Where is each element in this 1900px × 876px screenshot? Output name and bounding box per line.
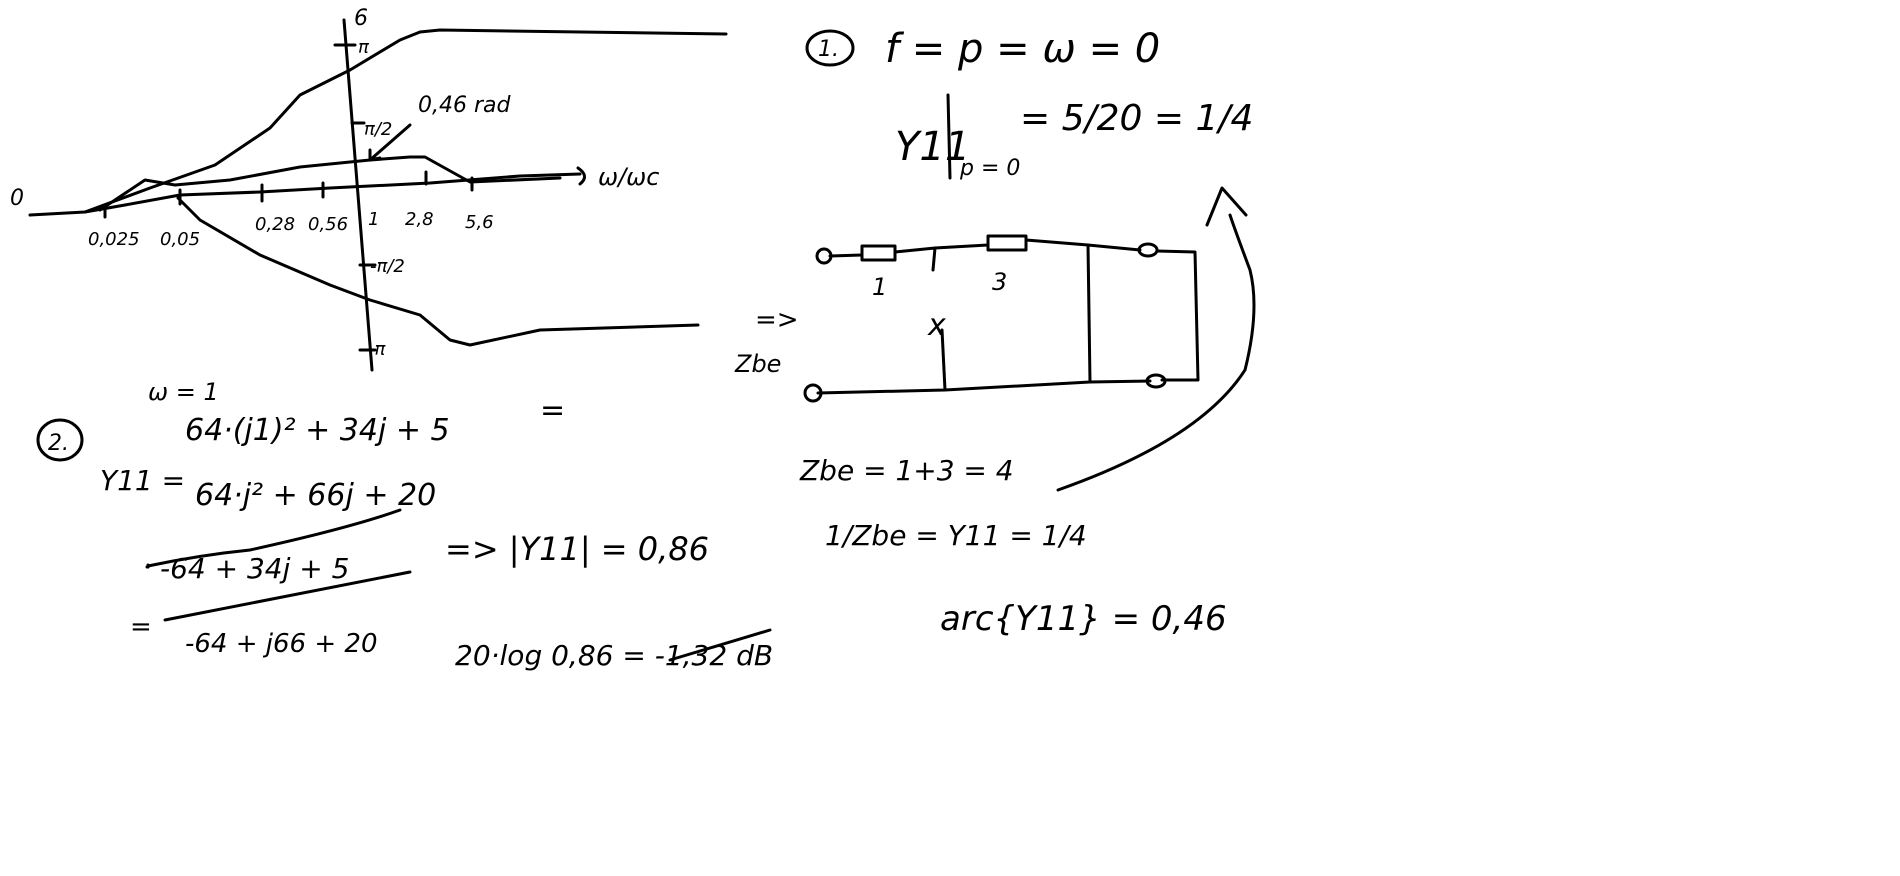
axis-arrow <box>576 166 586 186</box>
y11-result: = 5/20 = 1/4 <box>1020 98 1253 139</box>
resistor-3-value: 3 <box>992 268 1007 296</box>
fraction-bar-main <box>146 508 402 568</box>
x-tick-label: 0,56 <box>308 214 348 235</box>
open-branch-mark: x <box>927 308 946 343</box>
admittance-equation: 1/Zbe = Y11 = 1/4 <box>825 519 1087 552</box>
tick-label-neg-pi: -π <box>368 339 386 360</box>
numerator-1: 64·(j1)² + 34j + 5 <box>185 413 450 448</box>
x-axis-label: ω/ωc <box>598 163 659 191</box>
phase-plot: 6 π π/2 -π/2 -π 0 0,025 0,05 0,28 0,56 1… <box>10 6 728 372</box>
input-terminal-bottom <box>803 383 823 403</box>
part-number-circle <box>36 418 84 462</box>
zbe-equation: Zbe = 1+3 = 4 <box>799 454 1014 487</box>
curve-lower <box>176 196 700 347</box>
curved-arrow <box>1056 186 1256 492</box>
phase-annotation: 0,46 rad <box>418 93 512 118</box>
output-terminal-bottom <box>1145 373 1167 389</box>
y11-label: Y11 = <box>100 464 185 497</box>
tick-marks <box>103 43 474 352</box>
equals-sign: = <box>540 393 565 428</box>
tick-label-pi: π <box>358 37 370 58</box>
x-tick-label: 2,8 <box>405 209 434 230</box>
tick-label-neg-pi-half: -π/2 <box>370 256 405 277</box>
part-2: 2. ω = 1 Y11 = 64·(j1)² + 34j + 5 64·j² … <box>36 378 773 672</box>
x-tick-label: 1 <box>368 209 379 230</box>
part-number: 2. <box>48 431 69 456</box>
implies-arrow: => <box>755 305 799 335</box>
equals-sign: = <box>130 612 152 642</box>
y-axis <box>342 18 374 372</box>
resistor-1 <box>860 244 897 262</box>
curve-middle <box>98 155 562 212</box>
x-origin-label: 0 <box>10 186 24 211</box>
x-tick-label: 0,05 <box>160 229 200 250</box>
omega-value: ω = 1 <box>148 378 219 406</box>
curve-upper <box>83 28 728 214</box>
tick-label-pi-half: π/2 <box>364 119 392 140</box>
annotation-arrow <box>368 123 412 162</box>
part-number: 1. <box>818 37 839 62</box>
denominator-1: 64·j² + 66j + 20 <box>195 478 436 513</box>
output-terminal-top <box>1137 242 1159 258</box>
x-axis <box>28 172 582 217</box>
x-tick-label: 0,28 <box>255 214 295 235</box>
resistor-3 <box>986 234 1028 252</box>
part-number-circle <box>805 29 855 67</box>
x-tick-label: 0,025 <box>88 229 140 250</box>
circuit-wires <box>816 238 1200 395</box>
evaluation-bar <box>946 93 952 180</box>
condition-line: f = p = ω = 0 <box>885 26 1160 72</box>
magnitude-result: => |Y11| = 0,86 <box>445 530 709 568</box>
circuit-diagram: 1 3 x <box>803 234 1200 403</box>
resistor-1-value: 1 <box>872 273 887 301</box>
y-axis-label: 6 <box>354 6 368 31</box>
denominator-2: -64 + j66 + 20 <box>185 629 378 659</box>
phase-equation: arc{Y11} = 0,46 <box>940 599 1227 639</box>
underline <box>668 628 772 662</box>
part-1: 1. f = p = ω = 0 Y11 p = 0 = 5/20 = 1/4 … <box>734 26 1256 639</box>
numerator-2: -64 + 34j + 5 <box>160 552 349 585</box>
input-terminal-top <box>815 247 833 265</box>
fraction-divider-2 <box>163 570 412 622</box>
y11-label: Y11 <box>895 124 970 170</box>
zbe-label: Zbe <box>734 350 781 378</box>
evaluation-condition: p = 0 <box>959 156 1020 181</box>
x-tick-label: 5,6 <box>465 212 494 233</box>
